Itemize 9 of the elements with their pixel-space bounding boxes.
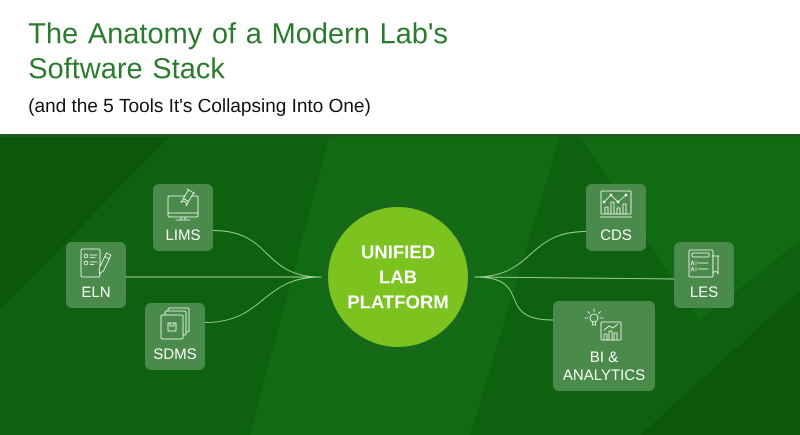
subtitle: (and the 5 Tools It's Collapsing Into One) [29, 98, 370, 116]
tool-card: LES [674, 242, 734, 308]
tool-card: ELN [66, 242, 126, 308]
connector-line [204, 276, 322, 323]
tool-card: BI & ANALYTICS [553, 301, 655, 391]
title: The Anatomy of a Modern Lab's Software Stack [28, 22, 447, 78]
connector-line [474, 276, 554, 320]
tool-card: CDS [586, 184, 646, 251]
tool-card: LIMS [153, 184, 213, 251]
